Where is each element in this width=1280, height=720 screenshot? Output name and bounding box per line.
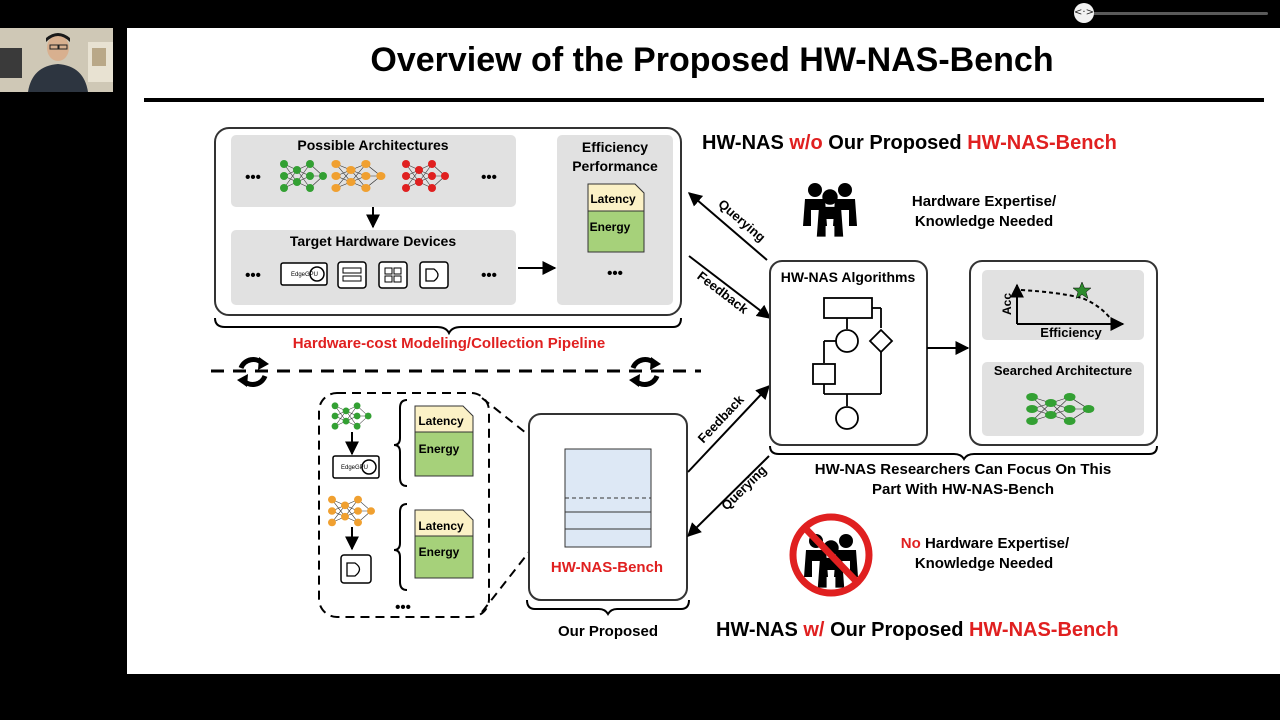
querying-label-bottom: Querying [718, 462, 769, 513]
asic-chip-icon [378, 261, 408, 289]
database-table-icon [564, 448, 652, 548]
focus-brace [769, 445, 1158, 461]
hw-nas-algorithms-label: HW-NAS Algorithms [781, 269, 916, 285]
performance-label: Performance [572, 158, 658, 174]
without-bench-heading: HW-NAS w/o Our Proposed HW-NAS-Bench [702, 132, 1117, 154]
our-proposed-label: Our Proposed [558, 623, 658, 640]
expert-people-icon [803, 183, 857, 237]
cpu-chip-icon [419, 261, 449, 289]
seek-handle-icon[interactable]: <·> [1074, 3, 1094, 23]
benchmark-contents-box [318, 392, 490, 618]
pipeline-caption: Hardware-cost Modeling/Collection Pipeli… [293, 335, 606, 352]
bench-brace-2 [393, 503, 408, 591]
feedback-arrow-top [688, 255, 772, 319]
slide-title: Overview of the Proposed HW-NAS-Bench [370, 41, 1053, 79]
no-expertise-line2: Knowledge Needed [915, 555, 1053, 572]
expertise-needed-line2: Knowledge Needed [915, 213, 1053, 230]
pipeline-brace [214, 317, 682, 336]
focus-caption-line1: HW-NAS Researchers Can Focus On This [815, 461, 1111, 478]
bench-ellipsis: ••• [395, 599, 411, 616]
bench-latency-label-2: Latency [418, 519, 464, 533]
zoom-line-top [481, 397, 566, 465]
bench-net-green-icon [331, 402, 372, 430]
bench-net-orange-icon [328, 495, 375, 527]
feedback-label-top: Feedback [694, 268, 751, 317]
querying-arrow-top [687, 192, 768, 261]
hw-ellipsis-right: ••• [481, 267, 497, 284]
focus-caption-line2: Part With HW-NAS-Bench [872, 481, 1054, 498]
no-expertise-line1: No Hardware Expertise/ [901, 535, 1070, 552]
seek-track[interactable] [1084, 12, 1268, 15]
flowchart-icon [812, 297, 894, 430]
bench-brace-1 [393, 399, 408, 487]
svg-text:EdgeGPU: EdgeGPU [291, 272, 318, 278]
latency-energy-note-icon [587, 183, 645, 253]
with-bench-heading: HW-NAS w/ Our Proposed HW-NAS-Bench [716, 619, 1119, 641]
bench-energy-label-1: Energy [419, 442, 460, 456]
hw-nas-bench-box-label: HW-NAS-Bench [551, 559, 663, 576]
fpga-chip-icon [337, 261, 367, 289]
bench-note-1-energy [414, 431, 474, 477]
hw-ellipsis-left: ••• [245, 267, 261, 284]
svg-text:EdgeGPU: EdgeGPU [341, 465, 368, 471]
acc-axis-label: Acc [1000, 293, 1014, 315]
efficiency-axis-label: Efficiency [1040, 325, 1102, 340]
bench-edgegpu-icon: EdgeGPU [332, 455, 380, 479]
efficiency-label: Efficiency [582, 139, 648, 155]
querying-arrow-bottom [687, 455, 770, 537]
edgegpu-icon: EdgeGPU [280, 262, 328, 286]
no-expertise-icon [789, 513, 873, 597]
bench-latency-label-1: Latency [418, 414, 464, 428]
possible-architectures-label: Possible Architectures [297, 137, 448, 153]
presentation-slide: Overview of the Proposed HW-NAS-Bench Po… [127, 28, 1280, 674]
presenter-webcam [0, 28, 113, 92]
target-hardware-label: Target Hardware Devices [290, 233, 456, 249]
video-seek-bar[interactable]: <·> [1072, 2, 1272, 24]
efficiency-ellipsis: ••• [607, 265, 623, 282]
bench-note-2-energy [414, 535, 474, 579]
arch-ellipsis-right: ••• [481, 169, 497, 186]
arch-ellipsis-left: ••• [245, 169, 261, 186]
top-latency-label: Latency [590, 192, 636, 206]
bench-note-1 [414, 405, 474, 433]
hw-nas-algorithms-box [769, 260, 928, 446]
title-underline [144, 98, 1264, 102]
bench-note-2 [414, 509, 474, 537]
expertise-needed-line1: Hardware Expertise/ [912, 193, 1057, 210]
feedback-arrow-bottom [687, 384, 770, 473]
bench-cpu-chip-icon [340, 554, 372, 584]
possible-architectures-panel [231, 135, 516, 207]
searched-architecture-label: Searched Architecture [994, 363, 1132, 378]
our-proposed-brace [526, 599, 690, 616]
bench-energy-label-2: Energy [419, 545, 460, 559]
top-energy-label: Energy [590, 220, 631, 234]
acc-efficiency-plot-icon [1010, 281, 1125, 331]
